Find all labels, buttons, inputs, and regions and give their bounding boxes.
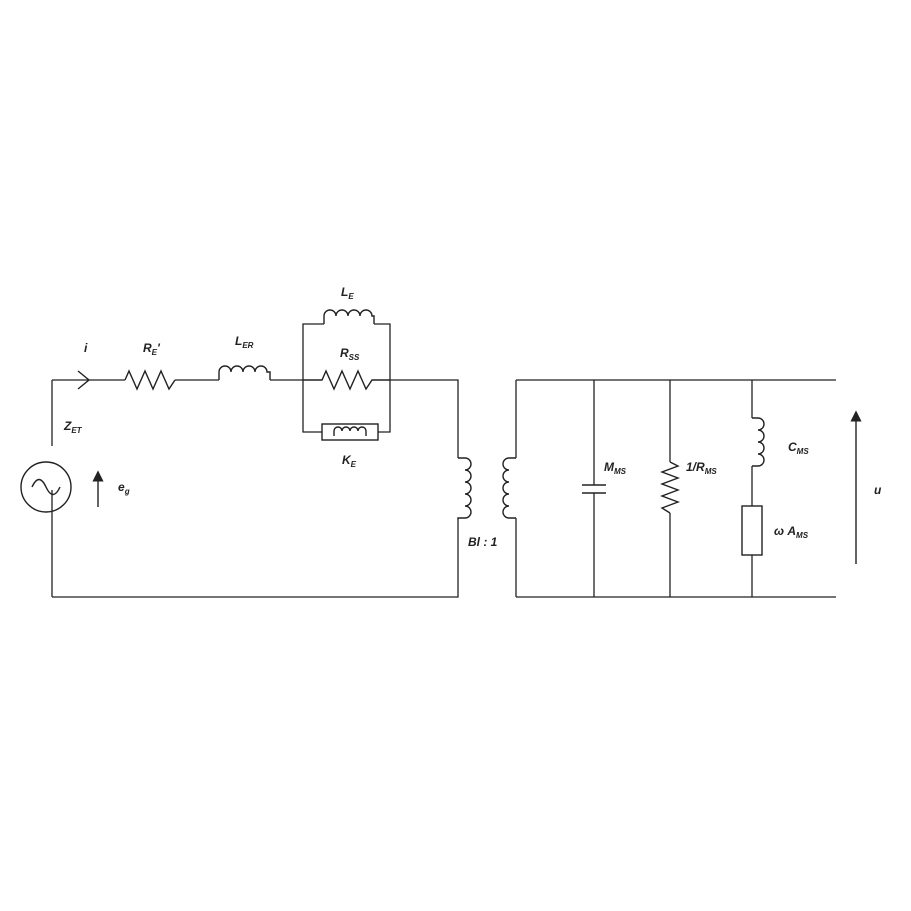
wire-bottom-primary	[52, 520, 459, 598]
label-output-velocity: u	[874, 483, 882, 497]
capacitor-mms-icon	[582, 484, 606, 494]
transformer-secondary-icon	[502, 457, 516, 519]
inductor-ler-icon	[218, 365, 271, 380]
transformer-primary-icon	[457, 457, 472, 520]
label-radiation-ams: ω AMS	[774, 524, 809, 540]
label-compliance-cms: CMS	[788, 440, 809, 456]
label-source-voltage: eg	[118, 480, 130, 496]
resistor-rms-icon	[660, 461, 680, 514]
electrical-side	[20, 309, 472, 598]
element-ke-icon	[321, 423, 379, 441]
label-source-impedance: ZET	[63, 419, 83, 435]
label-resistor-re: RE'	[143, 341, 161, 357]
resistor-rss-icon	[303, 369, 390, 391]
label-transformer-ratio: Bl : 1	[468, 535, 498, 549]
inductor-le-icon	[323, 309, 375, 324]
label-mass-mms: MMS	[604, 460, 627, 476]
ac-source-icon	[20, 461, 72, 513]
label-current: i	[84, 341, 88, 355]
wire-top-4	[390, 379, 459, 458]
label-resistance-rms: 1/RMS	[686, 460, 717, 476]
label-resistor-rss: RSS	[340, 346, 360, 362]
sine-wave-icon	[31, 478, 61, 496]
labels: i ZET eg RE' LER LE RSS KE Bl : 1 MMS 1/…	[63, 285, 882, 549]
current-arrow-icon	[77, 370, 91, 390]
resistor-ams-icon	[741, 505, 763, 556]
mechanical-side	[502, 379, 862, 598]
label-element-ke: KE	[342, 453, 357, 469]
label-inductor-le: LE	[341, 285, 354, 301]
inductor-cms-icon	[752, 417, 765, 467]
label-inductor-ler: LER	[235, 334, 254, 350]
parallel-rail-right	[374, 323, 391, 433]
resistor-re-icon	[124, 369, 176, 391]
parallel-rail-left	[302, 323, 324, 433]
